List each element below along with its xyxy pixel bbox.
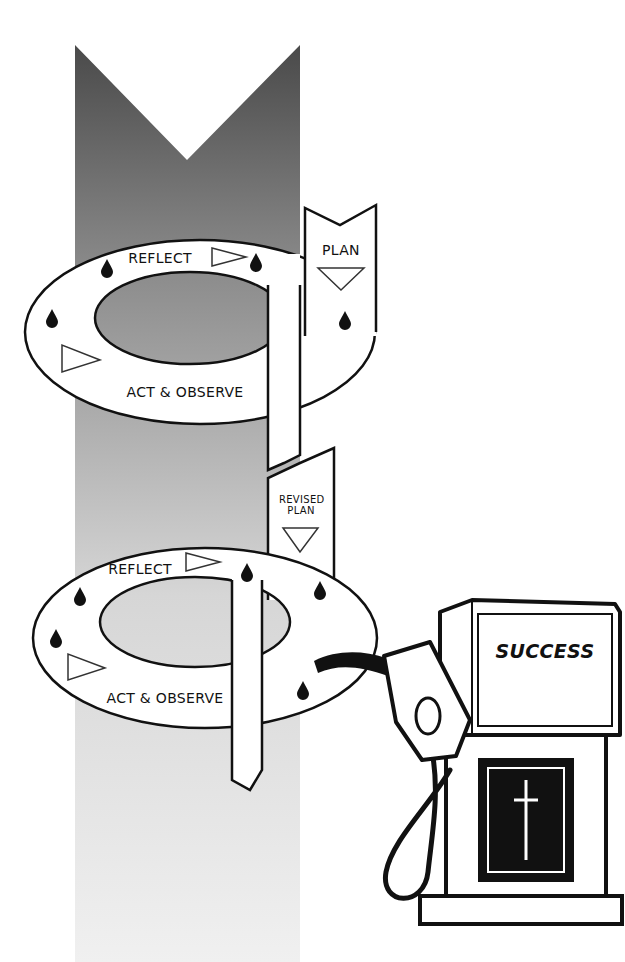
segment-label: REFLECT (128, 250, 192, 266)
segment-label: ACT & OBSERVE (107, 690, 224, 706)
fuel-drop (297, 681, 309, 700)
segment-label: SUCCESS (496, 641, 595, 663)
fuel-drop (101, 259, 113, 278)
background-arrow (75, 45, 300, 962)
pump-label: SUCCESS (493, 640, 598, 664)
spiral-bar (232, 560, 262, 790)
pump-panel (478, 614, 612, 726)
segment-label: ACT & OBSERVE (127, 384, 244, 400)
segment-label: REFLECT (108, 561, 172, 577)
spiral-stem (305, 205, 376, 336)
nozzle-handle (384, 642, 470, 760)
pump-body (446, 735, 606, 897)
spiral-bar (268, 254, 300, 470)
direction-triangle (186, 553, 220, 571)
fuel-drop (314, 581, 326, 600)
pump-window-frame (488, 768, 564, 872)
fuel-drop (50, 629, 62, 648)
pump-hose (385, 752, 450, 898)
pump-window (478, 758, 574, 882)
fuel-drop (250, 253, 262, 272)
reflect-segment: REFLECT (105, 560, 175, 578)
fuel-drop (241, 563, 253, 582)
pump-base (420, 896, 622, 924)
revised-plan-segment: REVISED PLAN (276, 493, 326, 518)
nozzle-trigger (416, 698, 440, 734)
direction-triangle (212, 248, 246, 266)
spiral-bar-outline (232, 580, 262, 790)
act-segment: ACT & OBSERVE (124, 383, 247, 401)
fuel-drop (339, 311, 351, 330)
pump-cross (514, 780, 538, 860)
direction-triangle (68, 654, 105, 680)
reflect-segment: REFLECT (125, 249, 195, 267)
direction-triangle (283, 528, 318, 552)
spiral-stem-outline (305, 205, 376, 336)
direction-triangle (62, 345, 100, 372)
pump-head-edge (471, 600, 473, 735)
segment-label: REVISED PLAN (279, 494, 323, 517)
plan-segment: PLAN (319, 241, 363, 259)
spiral-bar-outline (268, 285, 300, 470)
segment-label: PLAN (322, 242, 360, 258)
fuel-drop (74, 587, 86, 606)
fuel-drop (46, 309, 58, 328)
spiral-ring (33, 548, 377, 728)
direction-triangle (318, 268, 364, 290)
nozzle-spout (314, 652, 388, 676)
act-segment: ACT & OBSERVE (104, 689, 227, 707)
